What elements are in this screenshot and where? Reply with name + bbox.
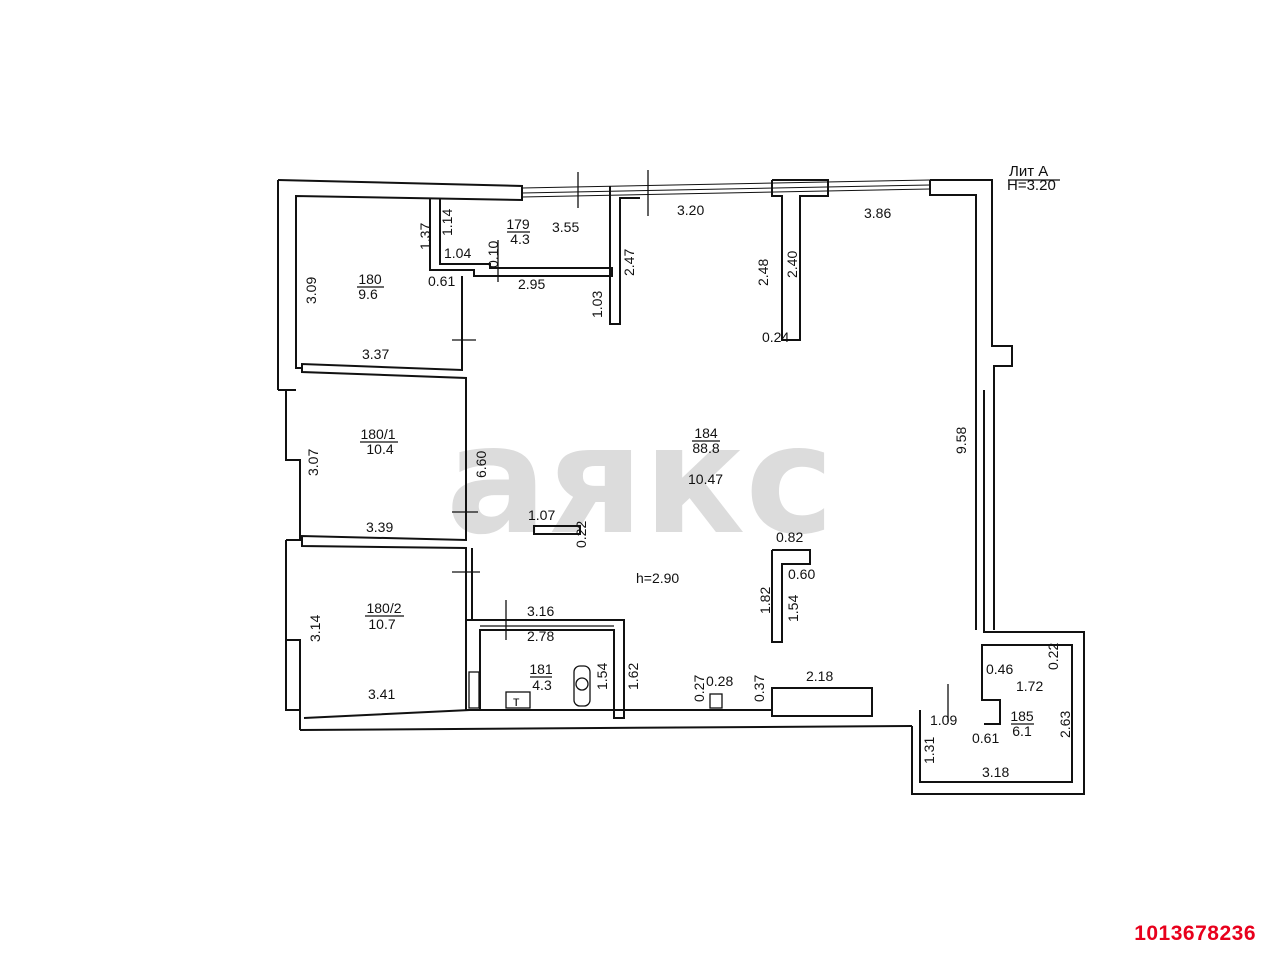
dim-0-82: 0.82 bbox=[776, 529, 803, 545]
dim-1-37: 1.37 bbox=[417, 223, 433, 250]
room-180-number: 180 bbox=[358, 271, 382, 287]
room-179-number: 179 bbox=[506, 216, 530, 232]
dim-2-78: 2.78 bbox=[527, 628, 554, 644]
dim-3-07: 3.07 bbox=[305, 449, 321, 476]
dim-3-20: 3.20 bbox=[677, 202, 704, 218]
dim-0-22-annex: 0.22 bbox=[1045, 643, 1061, 670]
listing-id: 1013678236 bbox=[1134, 922, 1256, 945]
dim-3-18: 3.18 bbox=[982, 764, 1009, 780]
dim-1-31: 1.31 bbox=[921, 737, 937, 764]
dim-1-54-bath: 1.54 bbox=[594, 663, 610, 690]
dim-3-86: 3.86 bbox=[864, 205, 891, 221]
dim-3-55: 3.55 bbox=[552, 219, 579, 235]
dim-0-61-bottom: 0.61 bbox=[972, 730, 999, 746]
dim-0-61-top: 0.61 bbox=[428, 273, 455, 289]
dim-3-16: 3.16 bbox=[527, 603, 554, 619]
room-185-number: 185 bbox=[1010, 708, 1034, 724]
room-181-area: 4.3 bbox=[532, 677, 552, 693]
dim-2-95: 2.95 bbox=[518, 276, 545, 292]
room-181-number: 181 bbox=[529, 661, 553, 677]
dim-1-03: 1.03 bbox=[589, 291, 605, 318]
dim-1-62: 1.62 bbox=[625, 663, 641, 690]
dim-1-09: 1.09 bbox=[930, 712, 957, 728]
room-179-area: 4.3 bbox=[510, 231, 530, 247]
dim-0-60: 0.60 bbox=[788, 566, 815, 582]
room-185-area: 6.1 bbox=[1012, 723, 1032, 739]
dim-3-09: 3.09 bbox=[303, 277, 319, 304]
dim-6-60: 6.60 bbox=[473, 451, 489, 478]
dim-2-63: 2.63 bbox=[1057, 711, 1073, 738]
room-180-1-number: 180/1 bbox=[360, 426, 395, 442]
dim-3-37: 3.37 bbox=[362, 346, 389, 362]
room-180-1-area: 10.4 bbox=[366, 441, 393, 457]
dim-1-14: 1.14 bbox=[439, 209, 455, 236]
dim-1-72: 1.72 bbox=[1016, 678, 1043, 694]
interior-walls: т bbox=[301, 198, 949, 722]
dim-9-58: 9.58 bbox=[953, 427, 969, 454]
dim-0-22-island: 0.22 bbox=[573, 521, 589, 548]
ceiling-height: h=2.90 bbox=[636, 570, 679, 586]
dim-2-48: 2.48 bbox=[755, 259, 771, 286]
dim-1-82: 1.82 bbox=[757, 587, 773, 614]
dim-10-47: 10.47 bbox=[688, 471, 723, 487]
room-180-2-number: 180/2 bbox=[366, 600, 401, 616]
dim-0-46: 0.46 bbox=[986, 661, 1013, 677]
dim-2-18: 2.18 bbox=[806, 668, 833, 684]
height-label: Н=3.20 bbox=[1007, 177, 1056, 194]
room-labels: 179 4.3 180 9.6 180/1 10.4 180/2 10.7 18… bbox=[357, 216, 1034, 739]
room-180-area: 9.6 bbox=[358, 286, 378, 302]
dim-3-39: 3.39 bbox=[366, 519, 393, 535]
dim-3-14: 3.14 bbox=[307, 615, 323, 642]
room-184-area: 88.8 bbox=[692, 440, 719, 456]
watermark: аякс bbox=[446, 394, 834, 568]
dim-3-41: 3.41 bbox=[368, 686, 395, 702]
dim-0-10: 0.10 bbox=[485, 241, 501, 268]
dim-1-54-island: 1.54 bbox=[785, 595, 801, 622]
plan-header: Лит А Н=3.20 bbox=[1007, 163, 1060, 194]
svg-text:т: т bbox=[513, 693, 520, 709]
lit-label: Лит А bbox=[1009, 163, 1048, 180]
dim-0-24: 0.24 bbox=[762, 329, 789, 345]
dim-1-07: 1.07 bbox=[528, 507, 555, 523]
dim-0-37: 0.37 bbox=[751, 675, 767, 702]
dimension-labels: 3.55 3.20 3.86 1.04 0.61 2.95 0.24 3.37 … bbox=[303, 202, 1073, 780]
dim-2-47: 2.47 bbox=[621, 249, 637, 276]
dim-0-27: 0.27 bbox=[691, 675, 707, 702]
room-184-number: 184 bbox=[694, 425, 718, 441]
room-180-2-area: 10.7 bbox=[368, 616, 395, 632]
dim-0-28: 0.28 bbox=[706, 673, 733, 689]
dim-2-40: 2.40 bbox=[784, 251, 800, 278]
dim-1-04: 1.04 bbox=[444, 245, 471, 261]
exterior-walls bbox=[277, 170, 1085, 795]
